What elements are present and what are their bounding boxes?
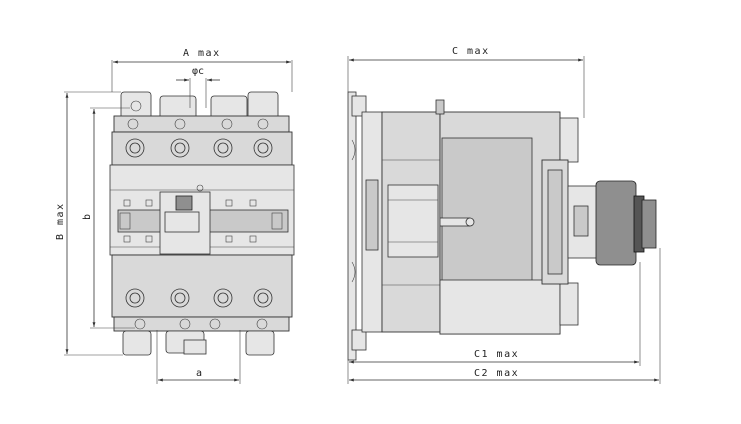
front-view xyxy=(109,91,295,356)
side-view xyxy=(347,91,657,361)
front-dimensions: A max φc B max b a xyxy=(55,48,293,384)
dim-a-max-label: A max xyxy=(183,48,221,59)
dim-c1-max-label: C1 max xyxy=(474,349,519,360)
dim-phi-c-label: φc xyxy=(192,66,204,77)
dim-b-label: b xyxy=(82,214,93,220)
dim-c-max-label: C max xyxy=(452,46,490,57)
dim-a-label: a xyxy=(196,368,202,379)
side-dimensions: C max C1 max C2 max xyxy=(347,46,661,384)
dim-b-max-label: B max xyxy=(55,202,66,240)
dim-c2-max-label: C2 max xyxy=(474,368,519,379)
